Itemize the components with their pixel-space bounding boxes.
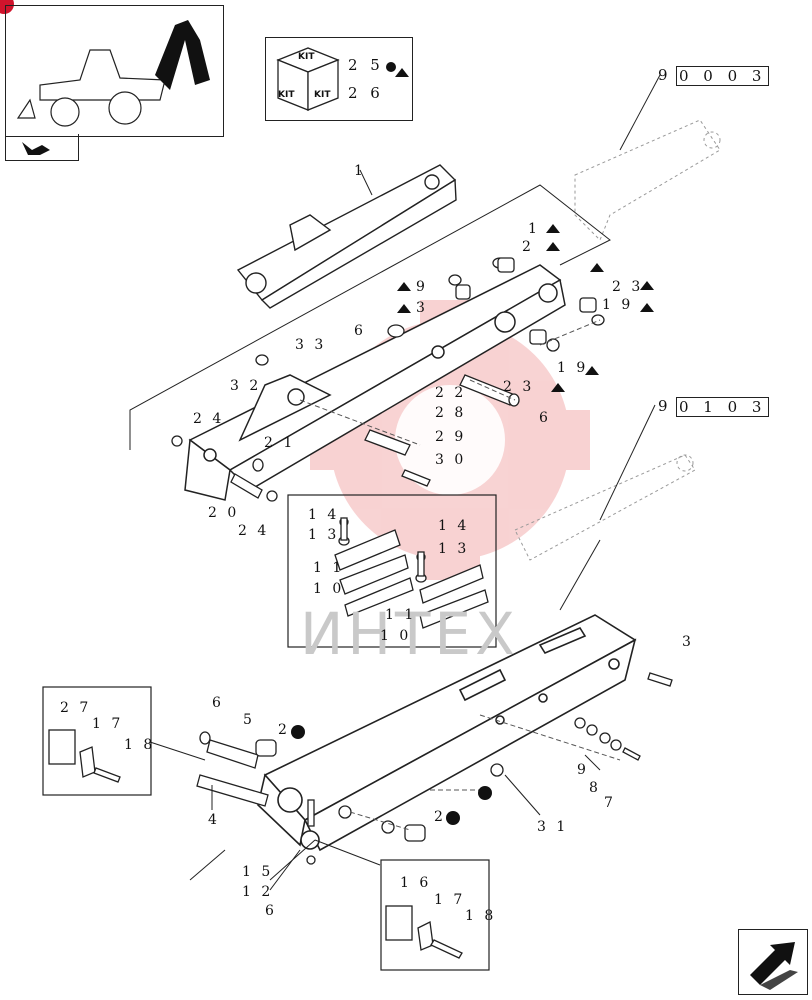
callout-c4: 4	[208, 812, 220, 828]
machine-thumbnail-tab[interactable]	[5, 134, 79, 161]
machine-thumbnail-frame	[5, 5, 224, 137]
corner-marker	[0, 0, 14, 14]
kit-legend-box: KIT KIT KIT 2 5 2 6	[265, 37, 413, 121]
ref-lower-prefix: 9	[658, 397, 673, 415]
backhoe-arm-thumbnail	[155, 20, 210, 90]
callout-c2c: 2	[434, 809, 446, 825]
callout-c11a: 1 1	[313, 560, 345, 576]
callout-c31: 3 1	[537, 819, 569, 835]
pins-bushings-lower	[196, 672, 673, 865]
callout-c21: 2 1	[264, 435, 296, 451]
callout-c10b: 1 0	[380, 628, 412, 644]
kit-cube-right-label: KIT	[314, 90, 331, 100]
callout-c3: 3	[416, 300, 428, 316]
kit-row-2-number: 2 6	[348, 84, 384, 102]
callout-c23b: 2 3	[503, 379, 535, 395]
ref-upper-prefix: 9	[658, 66, 673, 84]
dashed-axis-lines	[299, 319, 621, 831]
callout-c8: 8	[589, 780, 601, 796]
callout-c18b: 1 8	[465, 908, 497, 924]
backhoe-loader-thumbnail	[16, 49, 166, 127]
callout-c3b: 3	[682, 634, 694, 650]
boom-dashed-outline-lower	[514, 454, 696, 561]
callout-c24a: 2 4	[193, 411, 225, 427]
watermark-gear-inner	[395, 385, 505, 495]
callout-c7: 7	[604, 795, 616, 811]
boom-dashed-outline-upper	[574, 119, 721, 241]
callout-c17b: 1 7	[434, 892, 466, 908]
callout-c9b: 9	[577, 762, 589, 778]
callout-c16: 1 6	[400, 875, 432, 891]
next-page-arrow-icon	[750, 942, 798, 990]
wear-pads-inset	[334, 517, 489, 629]
callout-c28: 2 8	[435, 405, 467, 421]
ref-lower-code[interactable]: 0 1 0 3	[676, 397, 770, 417]
leader-lines-lower	[149, 741, 601, 891]
leader-lines	[129, 74, 661, 611]
watermark-text: ИНТЕХ	[300, 600, 519, 668]
bracket-parts-bottom	[385, 905, 463, 959]
callout-c14a: 1 4	[308, 507, 340, 523]
callout-c32: 3 2	[230, 378, 262, 394]
bracket-inset-left-box	[42, 686, 152, 796]
callout-c2b: 2	[278, 722, 290, 738]
callout-c12: 1 2	[242, 884, 274, 900]
callout-c6a: 6	[354, 323, 366, 339]
callout-c22: 2 2	[435, 385, 467, 401]
callout-c13a: 1 3	[308, 527, 340, 543]
callout-c14b: 1 4	[438, 518, 470, 534]
callout-c24b: 2 4	[238, 523, 270, 539]
callout-c17a: 1 7	[92, 716, 124, 732]
callout-c15: 1 5	[242, 864, 274, 880]
kit-cube-top-label: KIT	[298, 52, 315, 62]
callout-c9: 9	[416, 279, 428, 295]
boom-assembly-small	[236, 164, 457, 309]
callout-c6b: 6	[539, 410, 551, 426]
callout-c23a: 2 3	[612, 279, 644, 295]
bracket-inset-bottom-box	[380, 859, 490, 971]
callout-c33: 3 3	[295, 337, 327, 353]
callout-c1: 1	[354, 163, 366, 179]
callout-c19a: 1 9	[602, 297, 634, 313]
next-page-nav-button[interactable]	[738, 929, 808, 995]
kit-cube-left-label: KIT	[278, 90, 295, 100]
callout-c13b: 1 3	[438, 541, 470, 557]
dipper-arm-lower	[257, 614, 637, 852]
ref-upper-code[interactable]: 0 0 0 3	[676, 66, 770, 86]
callout-c2: 2	[522, 239, 534, 255]
callout-c27: 2 7	[60, 700, 92, 716]
bracket-parts-left	[48, 729, 121, 783]
callout-c6c: 6	[212, 695, 224, 711]
kit-symbols	[291, 62, 654, 825]
callout-c29: 2 9	[435, 429, 467, 445]
callout-c6d: 6	[265, 903, 277, 919]
callout-c19b: 1 9	[557, 360, 589, 376]
callout-c10a: 1 0	[313, 581, 345, 597]
callout-c5: 5	[243, 712, 255, 728]
dipper-arm-upper	[184, 264, 566, 501]
kit-row-1-number: 2 5	[348, 56, 384, 74]
thumbnail-tab-icon	[22, 142, 50, 155]
callout-c1b: 1	[528, 221, 540, 237]
kit-cube-icon	[276, 47, 340, 111]
callout-c18a: 1 8	[124, 737, 156, 753]
wear-pad-inset-box	[287, 494, 497, 648]
callout-c30: 3 0	[435, 452, 467, 468]
callout-c20: 2 0	[208, 505, 240, 521]
callout-c11b: 1 1	[385, 607, 417, 623]
